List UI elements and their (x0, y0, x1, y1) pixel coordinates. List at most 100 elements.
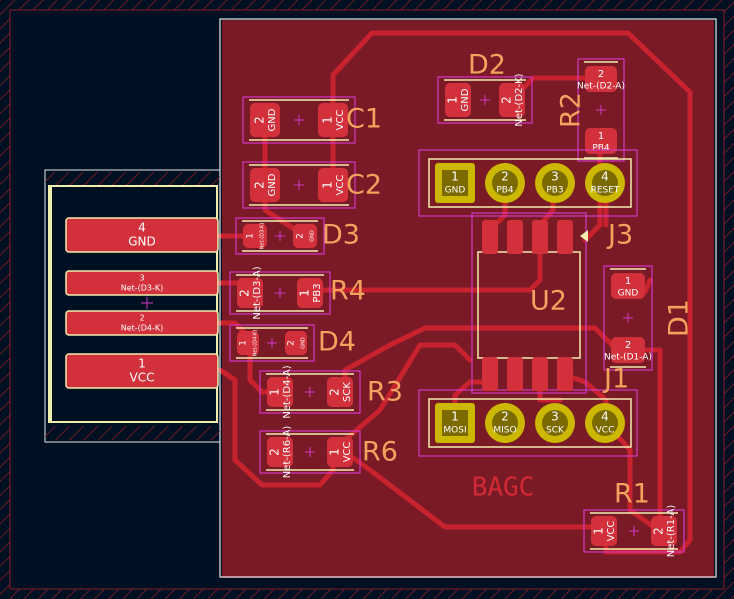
resistor-r3-pad-1[interactable] (267, 377, 293, 407)
ic-u2[interactable] (471, 212, 588, 394)
pad-number: 1 (598, 131, 604, 142)
usb-pad-shape[interactable] (65, 270, 219, 296)
capacitor-c1-pad-1[interactable] (250, 103, 280, 137)
pin-net: PB4 (496, 186, 514, 196)
pad-number: 1 (321, 116, 335, 124)
resistor-r3-pad-2[interactable] (327, 377, 353, 407)
pin1-marker (580, 230, 588, 242)
pin-number: 3 (551, 410, 559, 424)
silk-outline (428, 158, 632, 208)
pin-1-hole (442, 170, 468, 196)
resistor-r6-pad-1[interactable] (267, 437, 293, 467)
courtyard (437, 76, 533, 124)
diode-d4-pad-2[interactable] (285, 331, 307, 355)
resistor-r6-pad-2[interactable] (327, 437, 353, 467)
capacitor-c1-pad-2[interactable] (318, 103, 348, 137)
pad-number: 2 (253, 181, 267, 189)
resistor-r2-pad-2[interactable] (585, 128, 617, 154)
pad-net: VCC (335, 110, 346, 131)
ref-D2: D2 (468, 50, 506, 81)
resistor-r1-pad-1[interactable] (591, 516, 617, 546)
pin-net: MISO (493, 426, 516, 436)
courtyard (242, 96, 356, 144)
diode-d3-pad-2[interactable] (293, 224, 317, 248)
pad-net: GND (618, 289, 639, 299)
ref-J1: J1 (602, 364, 629, 395)
pad-net: SCK (342, 382, 353, 402)
courtyard (418, 389, 638, 457)
pad-number: 1 (446, 96, 460, 104)
pad-net: Net-(D2-K) (514, 73, 525, 126)
diode-d2-pad-2[interactable] (499, 83, 525, 117)
ref-R4: R4 (330, 276, 366, 307)
resistor-r4-pad-2[interactable] (297, 278, 323, 308)
resistor-r2-pad-1[interactable] (585, 66, 617, 92)
u2-bottom-pad-3[interactable] (532, 357, 548, 391)
courtyard (235, 217, 325, 255)
courtyard (259, 370, 361, 414)
pad-number: 1 (328, 448, 342, 456)
u2-bottom-pad-1[interactable] (482, 357, 498, 391)
capacitor-c2-pad-2[interactable] (318, 168, 348, 202)
pad-number: 1 (268, 388, 282, 396)
pin-number: 4 (601, 410, 609, 424)
u2-bottom-pad-4[interactable] (557, 357, 573, 391)
pad-net: PB4 (592, 144, 610, 154)
pad-net: Net-(D4-K) (253, 330, 259, 357)
ref-R3: R3 (367, 377, 403, 408)
resistor-r4-pad-1[interactable] (237, 278, 263, 308)
usb-pad-number: 2 (139, 314, 144, 323)
pad-net: Net-(D1-A) (604, 353, 652, 363)
pad-number: 2 (253, 116, 267, 124)
usb-pad-shape[interactable] (65, 310, 219, 336)
pin-3-hole (542, 410, 568, 436)
diode-d1-pad-2[interactable] (611, 337, 645, 363)
pad-number: 2 (268, 448, 282, 456)
u2-top-pad-1[interactable] (482, 220, 498, 254)
usb-pad-number: 4 (138, 221, 146, 235)
usb-connector[interactable] (44, 169, 221, 443)
courtyard (242, 161, 356, 209)
capacitor-c2-pad-1[interactable] (250, 168, 280, 202)
pin-number: 2 (501, 170, 509, 184)
pad-net: VCC (342, 442, 353, 463)
u2-top-pad-4[interactable] (557, 220, 573, 254)
diode-d2-pad-1[interactable] (445, 83, 471, 117)
resistor-r1-pad-2[interactable] (651, 516, 677, 546)
pin-net: RESET (591, 186, 620, 196)
pin-net: PB3 (546, 186, 563, 196)
u2-bottom-pad-2[interactable] (507, 357, 523, 391)
silk-outline (477, 251, 581, 359)
pin-1-hole (442, 410, 468, 436)
usb-pad-shape[interactable] (65, 353, 219, 389)
pad-number: 2 (238, 289, 252, 297)
u2-top-pad-2[interactable] (507, 220, 523, 254)
pin-number: 4 (601, 170, 609, 184)
diode-d4-pad-1[interactable] (237, 331, 259, 355)
u2-top-pad-3[interactable] (532, 220, 548, 254)
usb-pad-shape[interactable] (65, 217, 219, 253)
diode-d1-pad-1[interactable] (611, 273, 645, 299)
ref-R6: R6 (362, 437, 398, 468)
diode-d3-pad-1[interactable] (243, 224, 267, 248)
pin-net: VCC (596, 426, 615, 436)
pad-net: GND (267, 108, 278, 131)
